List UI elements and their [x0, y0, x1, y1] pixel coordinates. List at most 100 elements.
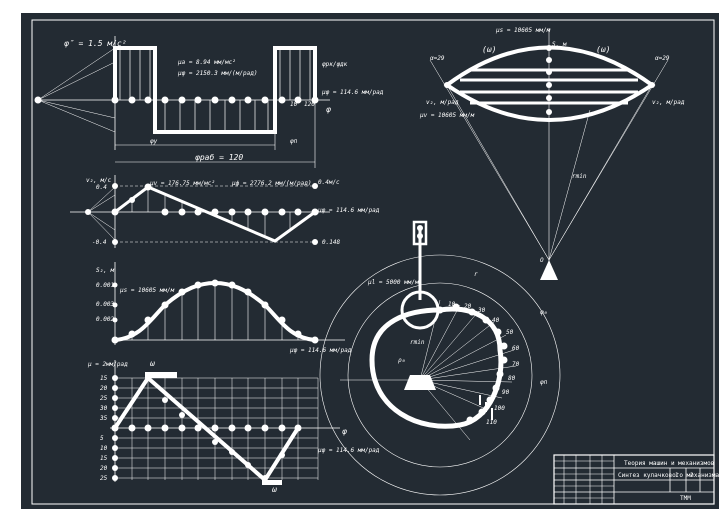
velocity-right-top: 0.4м/с: [318, 179, 340, 186]
cam-top-angle-left: α=29: [430, 55, 445, 62]
cam-top-angle-right: α=29: [655, 55, 670, 62]
cam-top-rays: [429, 59, 669, 261]
accel-hatching: [119, 48, 311, 132]
accel-phi-rk: φрк/φдк: [322, 61, 348, 68]
displacement-mu-s: μs = 10605 мм/м: [119, 287, 175, 294]
cam-top-mu-v: μv = 10605 мм/м: [419, 112, 475, 119]
svg-text:70: 70: [512, 361, 520, 368]
displacement-points: [111, 279, 319, 344]
displacement-ytick-2: 0.003: [96, 301, 114, 308]
accel-phase1: φу: [150, 138, 158, 145]
accel-mu-phi: μφ = 114.6 мм/рад: [321, 89, 384, 96]
velocity-left-top: 0.4: [96, 184, 107, 191]
accel-ylabel: φ″ = 1.5 м/с²: [64, 39, 127, 48]
cam-mu-l: μl = 5000 мм/м: [367, 279, 419, 286]
velocity-mu-v: μv = 176.75 мм/мс²: [149, 180, 215, 187]
accel-phase2: φп: [290, 138, 298, 145]
cam-number-labels: 10 20 30 40 50 60 70 80 90 100 110: [448, 301, 520, 426]
displacement-ylabel: S₂, м: [96, 267, 114, 274]
velocity-right-bottom: 0.148: [322, 239, 340, 246]
cam-points: [417, 225, 508, 424]
velocity-mu-phi: μφ = 114.6 мм/рад: [317, 207, 380, 214]
work-mu-phi: μφ = 114.6 мм/рад: [317, 447, 380, 454]
title-block: [553, 454, 715, 505]
accel-end-tick-2: 120: [304, 101, 315, 108]
svg-text:90: 90: [502, 389, 510, 396]
cam-top-diagram: [429, 28, 669, 280]
accel-mu-f: μφ = 2150.3 мм/(м/рад): [177, 70, 257, 77]
work-yticks: 15 20 25 30 35 5 10 15 20 25: [99, 375, 108, 482]
accel-axis-label: φ: [326, 105, 331, 114]
svg-text:110: 110: [486, 419, 497, 426]
velocity-left-bottom: -0.4: [92, 239, 107, 246]
cam-profile-curve: [369, 306, 504, 429]
cam-middle-circle: [347, 282, 533, 468]
displacement-ytick-1: 0.001: [96, 282, 114, 289]
work-points: [111, 375, 302, 481]
cam-outer-circle: [319, 254, 561, 496]
cam-phi-p: φп: [540, 379, 548, 386]
cam-top-omega-right: (ω): [596, 45, 610, 54]
svg-text:20: 20: [100, 385, 108, 392]
velocity-mu-vf: μф = 2776.2 мм/(м/рад): [231, 180, 311, 187]
accel-end-tick-1: 10: [290, 101, 298, 108]
svg-text:25: 25: [100, 475, 108, 482]
accel-total: φраб = 120: [195, 152, 243, 162]
svg-text:30: 30: [477, 307, 486, 314]
velocity-diagram: [70, 175, 330, 248]
svg-text:15: 15: [100, 455, 108, 462]
svg-text:80: 80: [508, 375, 516, 382]
velocity-ylabel: v₂, м/с: [86, 177, 112, 184]
cam-top-v-left: v₂, м/рад: [426, 99, 459, 106]
svg-text:30: 30: [99, 405, 108, 412]
svg-text:40: 40: [492, 317, 500, 324]
cam-top-mu-s: μs = 10605 мм/м: [495, 27, 551, 34]
acceleration-diagram: [34, 36, 330, 168]
svg-text:50: 50: [506, 329, 514, 336]
svg-text:20: 20: [464, 303, 472, 310]
cam-phi: φ₀: [540, 309, 548, 316]
svg-text:15: 15: [100, 375, 108, 382]
cam-rmin: rmin: [410, 339, 425, 346]
follower-head: [412, 220, 428, 246]
cam-profile-diagram: [319, 220, 561, 496]
accel-mu-a: μa = 8.94 мм/мс²: [177, 59, 236, 66]
cam-top-rmin: rmin: [572, 173, 587, 180]
svg-text:25: 25: [100, 395, 108, 402]
velocity-rays: [87, 186, 116, 241]
inner-frame: [31, 19, 715, 505]
cam-top-omega-left: (ω): [482, 45, 496, 54]
svg-text:5: 5: [100, 435, 104, 442]
svg-text:20: 20: [100, 465, 108, 472]
cam-outer-ticks: [479, 395, 493, 420]
svg-text:10: 10: [448, 301, 456, 308]
svg-text:35: 35: [99, 415, 108, 422]
title-block-sheets: 2: [690, 472, 694, 479]
title-block-sheet: 1: [675, 472, 679, 479]
displacement-mu-phi: μφ = 114.6 мм/рад: [289, 347, 352, 354]
displacement-ytick-3: 0.002: [96, 316, 114, 323]
velocity-points: [85, 183, 319, 245]
svg-text:100: 100: [494, 405, 505, 412]
title-block-subtitle: Синтез кулачкового механизма: [618, 472, 720, 479]
cam-r-label: r: [474, 271, 478, 278]
cam-top-support: [540, 260, 558, 280]
cam-top-s-label: S, м: [552, 41, 567, 48]
displacement-hatch: [131, 283, 299, 340]
cam-top-origin: O: [540, 257, 544, 264]
displacement-diagram: [111, 262, 345, 345]
cam-rho: ρ₀: [398, 357, 406, 364]
work-omega-top: ω: [150, 359, 155, 368]
cam-top-v-right: v₂, м/рад: [652, 99, 685, 106]
title-block-org: ТММ: [680, 495, 691, 502]
accel-profile: [113, 46, 317, 134]
svg-text:60: 60: [512, 345, 520, 352]
drawing-frame: [19, 11, 721, 511]
work-omega-bottom: ω: [272, 485, 277, 494]
work-axis-label: φ: [342, 427, 347, 436]
accel-pole-rays: [37, 47, 116, 133]
work-ylabel: μ = 2мм/рад: [87, 361, 128, 368]
work-diagram: [110, 360, 340, 485]
title-block-title: Теория машин и механизмов: [624, 460, 714, 467]
